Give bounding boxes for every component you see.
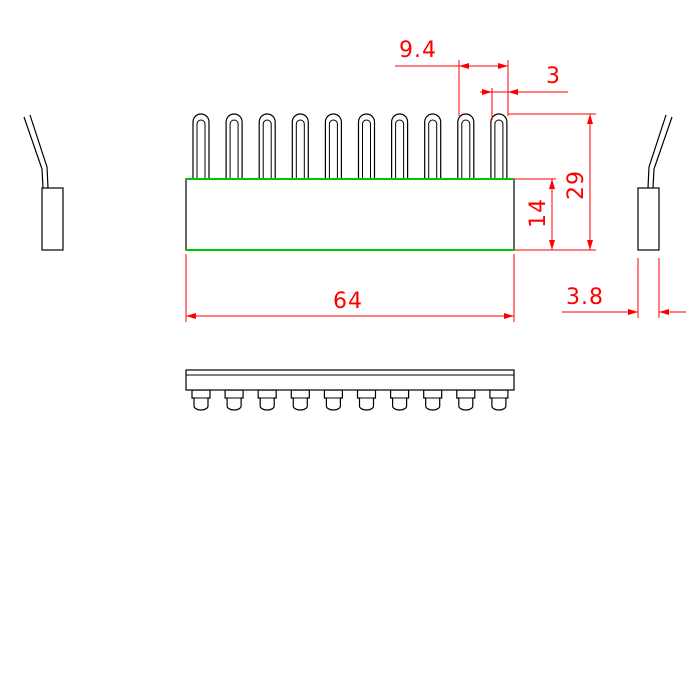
dim-pitch: 9.4: [395, 38, 509, 116]
front-pin-inner: [295, 119, 305, 179]
top-pin-shape: [224, 389, 244, 411]
dim-pin-width: 3: [480, 64, 568, 120]
top-pin: [191, 389, 211, 411]
top-pin: [456, 389, 476, 411]
front-pin-outer: [424, 113, 442, 179]
top-view: [185, 369, 515, 411]
right-side-lead: [647, 114, 673, 189]
front-pin-inner: [262, 119, 272, 179]
top-pin: [423, 389, 443, 411]
dim-body-height: 14: [514, 178, 556, 250]
dim-total-height-label: 29: [564, 170, 589, 200]
front-pin-outer: [192, 113, 210, 179]
dim-pin-width-label: 3: [546, 64, 561, 89]
front-pin-outer: [357, 113, 376, 179]
dim-total-length: 64: [185, 254, 515, 322]
top-pin-shape: [257, 389, 277, 411]
top-pin: [257, 389, 277, 411]
top-pin-shape: [489, 389, 509, 411]
top-pin: [290, 389, 310, 411]
front-pin-outer: [457, 113, 475, 179]
front-pin-outer: [391, 113, 409, 179]
top-view-body: [185, 369, 515, 391]
front-pin-outer: [490, 113, 508, 179]
dim-side-thickness: 3.8: [562, 258, 686, 318]
dim-pitch-label: 9.4: [399, 38, 437, 63]
top-pin-shape: [290, 389, 310, 411]
right-side-body: [637, 187, 660, 251]
front-pin-outer: [291, 113, 309, 179]
top-pin: [390, 389, 410, 411]
top-pin: [356, 389, 377, 411]
top-pin-shape: [390, 389, 410, 411]
front-pin-inner: [395, 119, 405, 179]
front-pin: [391, 113, 409, 179]
front-pin-outer: [225, 113, 243, 179]
top-pin-shape: [456, 389, 476, 411]
front-pin: [258, 113, 276, 179]
top-pin: [323, 389, 343, 411]
left-side-view: [23, 114, 64, 251]
top-pin-shape: [191, 389, 211, 411]
front-pin: [324, 113, 342, 179]
front-pin: [192, 113, 210, 179]
front-pin-outer: [324, 113, 342, 179]
front-pin-inner: [461, 119, 471, 179]
front-pin: [225, 113, 243, 179]
dim-total-height: 29: [508, 113, 596, 251]
dim-side-thickness-label: 3.8: [566, 285, 604, 310]
front-pin-inner: [328, 119, 338, 179]
left-side-body: [41, 187, 64, 251]
dim-body-height-label: 14: [526, 198, 551, 228]
front-pin-inner: [494, 119, 504, 179]
front-pin-inner: [229, 119, 239, 179]
front-pin-inner: [428, 119, 438, 179]
front-pin-outer: [258, 113, 276, 179]
top-pin: [489, 389, 509, 411]
top-pin-shape: [423, 389, 443, 411]
left-side-lead: [23, 114, 49, 189]
front-pin: [424, 113, 442, 179]
front-pins: [192, 113, 508, 179]
front-pin-inner: [362, 119, 371, 179]
dim-total-length-label: 64: [333, 289, 363, 314]
top-pin: [224, 389, 244, 411]
top-pin-shape: [323, 389, 343, 411]
front-pin: [357, 113, 376, 179]
right-side-view: [637, 114, 673, 251]
front-pin: [291, 113, 309, 179]
top-pins: [191, 389, 509, 411]
front-view: [185, 113, 515, 251]
front-body: [185, 178, 515, 251]
front-pin: [490, 113, 508, 179]
front-pin-inner: [196, 119, 206, 179]
top-pin-shape: [356, 389, 377, 411]
front-pin: [457, 113, 475, 179]
